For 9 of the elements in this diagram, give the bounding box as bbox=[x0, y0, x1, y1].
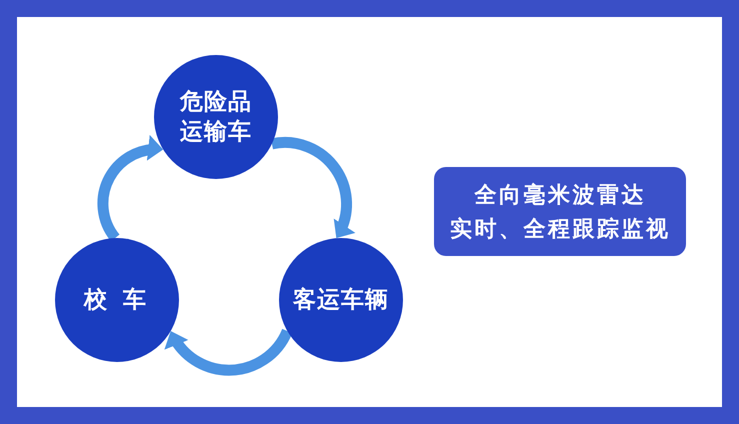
node-label: 全向毫米波雷达 bbox=[474, 180, 646, 210]
rounded-panel bbox=[434, 167, 686, 256]
curved-arrow bbox=[98, 136, 164, 242]
node-label: 危险品运输车 bbox=[178, 87, 253, 147]
curved-arrow bbox=[166, 328, 292, 376]
node-label: 校 车 bbox=[84, 285, 150, 315]
node-label: 客运车辆 bbox=[293, 285, 389, 315]
node-label: 实时、全程跟踪监视 bbox=[450, 214, 670, 244]
curved-arrow bbox=[271, 137, 356, 241]
